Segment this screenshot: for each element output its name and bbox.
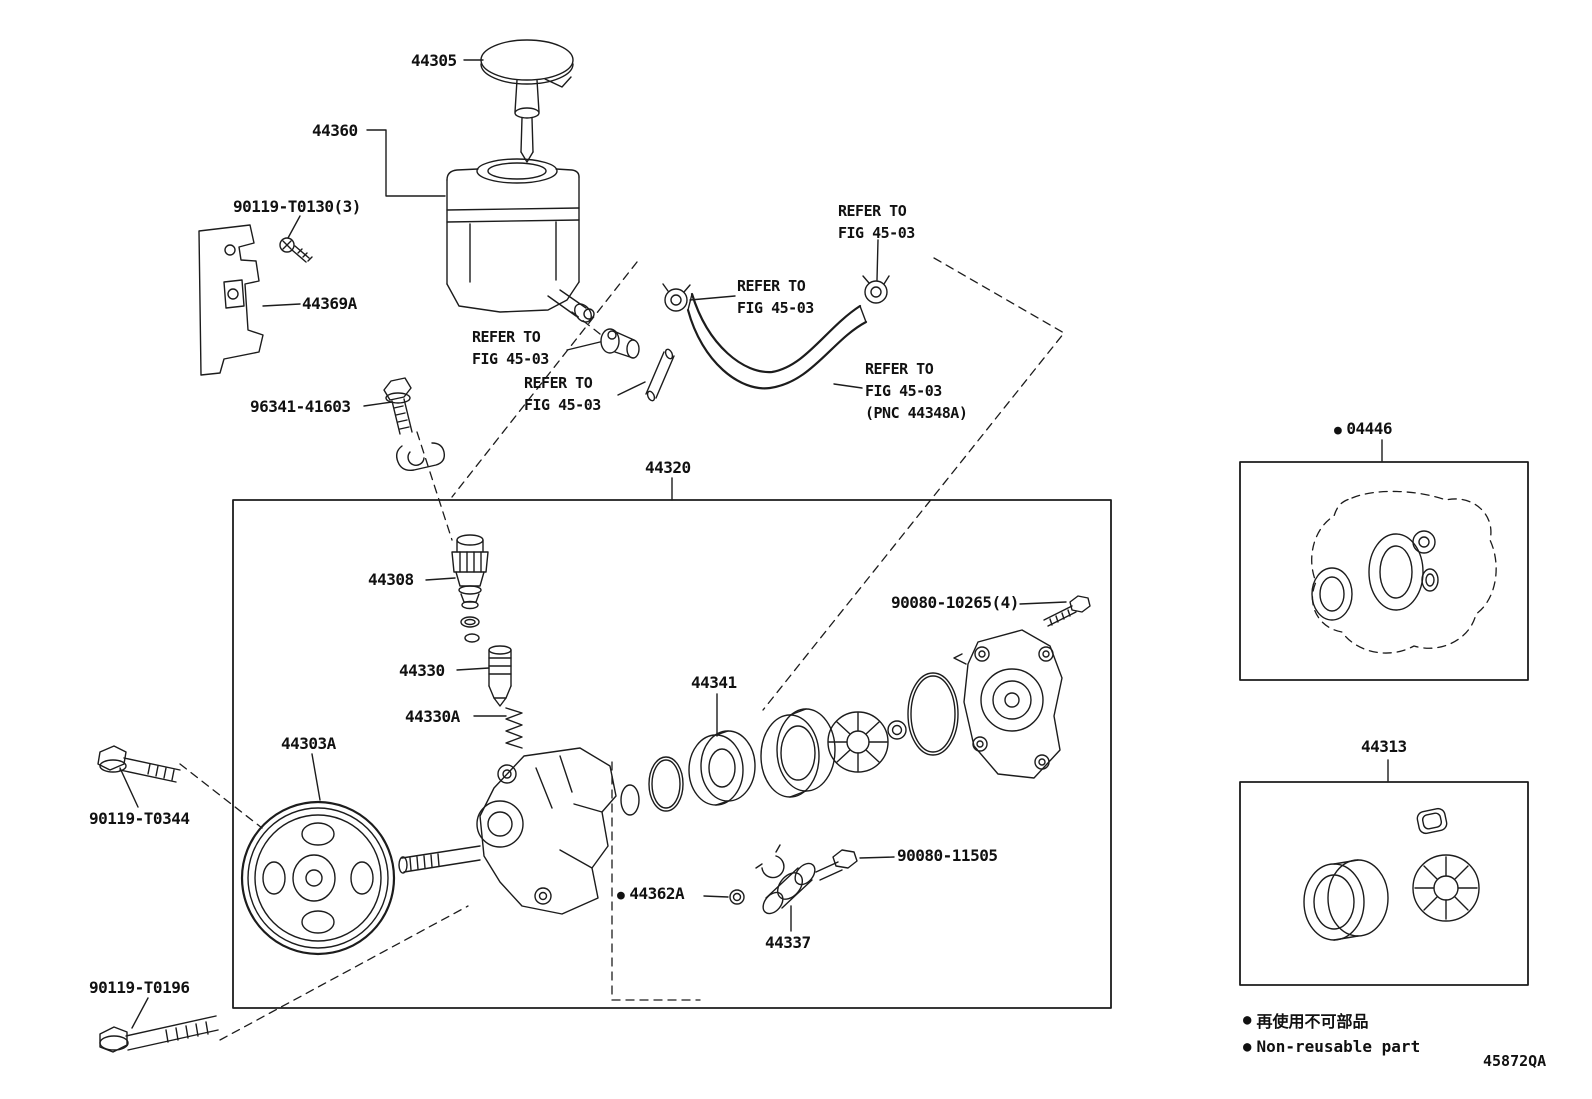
label-96341-41603[interactable]: 96341-41603 xyxy=(250,397,351,416)
label-90119-T0344[interactable]: 90119-T0344 xyxy=(89,809,190,828)
label-44360[interactable]: 44360 xyxy=(312,121,358,140)
label-44337[interactable]: 44337 xyxy=(765,933,811,952)
legend-row-en: ● Non-reusable part xyxy=(1243,1033,1420,1060)
refer-note-clamp-right: REFER TO FIG 45-03 xyxy=(838,202,915,242)
valve-spring xyxy=(505,707,523,749)
figure-code: 45872QA xyxy=(1483,1052,1547,1070)
bracket-bolt xyxy=(383,377,446,472)
rear-housing-bolt xyxy=(1043,595,1091,627)
label-44313[interactable]: 44313 xyxy=(1361,737,1407,756)
legend-jp-text: 再使用不可部品 xyxy=(1256,1011,1369,1031)
union-fitting xyxy=(755,844,816,915)
label-44341[interactable]: 44341 xyxy=(691,673,737,692)
legend-en-text: Non-reusable part xyxy=(1256,1037,1421,1056)
rotor-vanes xyxy=(827,672,959,773)
cam-plate-set xyxy=(688,708,836,806)
label-04446-text: 04446 xyxy=(1346,419,1392,438)
o-rings-front xyxy=(620,756,684,816)
non-reusable-dot: ● xyxy=(617,888,625,903)
construction-lines xyxy=(179,257,1065,1041)
refer-note-hose: REFER TO FIG 45-03 (PNC 44348A) xyxy=(865,360,968,422)
suction-fitting xyxy=(451,534,489,643)
label-44303A[interactable]: 44303A xyxy=(281,734,336,753)
non-reusable-dot: ● xyxy=(1243,1038,1252,1055)
legend: ● 再使用不可部品 ● Non-reusable part xyxy=(1243,1006,1420,1060)
pump-shaft xyxy=(398,845,481,874)
legend-row-jp: ● 再使用不可部品 xyxy=(1243,1006,1420,1033)
label-44330[interactable]: 44330 xyxy=(399,661,445,680)
cam-kit-box xyxy=(1239,781,1529,986)
pulley xyxy=(240,800,396,956)
refer-note-fitting: REFER TO FIG 45-03 xyxy=(472,328,549,368)
label-90119-T0130[interactable]: 90119-T0130(3) xyxy=(233,197,361,216)
short-tube xyxy=(645,348,675,402)
pump-assy-box xyxy=(232,499,1112,1009)
union-o-ring xyxy=(729,889,745,905)
label-90080-10265[interactable]: 90080-10265(4) xyxy=(891,593,1019,612)
label-44320[interactable]: 44320 xyxy=(645,458,691,477)
lower-bolt xyxy=(99,1015,219,1053)
non-reusable-dot: ● xyxy=(1334,423,1342,438)
reservoir-cap xyxy=(480,39,574,163)
reservoir-tank xyxy=(446,158,595,323)
outlet-fitting xyxy=(600,328,640,359)
refer-note-clamp-left: REFER TO FIG 45-03 xyxy=(737,277,814,317)
label-44362A[interactable]: ● 44362A xyxy=(617,884,685,903)
pulley-side-bolt xyxy=(97,745,181,783)
rear-housing xyxy=(953,629,1063,779)
label-04446[interactable]: ● 04446 xyxy=(1334,419,1392,438)
label-44362A-text: 44362A xyxy=(629,884,685,903)
label-44308[interactable]: 44308 xyxy=(368,570,414,589)
leader-lines xyxy=(119,59,1389,1029)
union-bolt xyxy=(815,849,858,881)
label-90080-11505[interactable]: 90080-11505 xyxy=(897,846,998,865)
bracket-screw xyxy=(279,237,313,263)
pump-front-housing xyxy=(476,747,617,915)
non-reusable-dot: ● xyxy=(1243,1011,1252,1028)
label-44369A[interactable]: 44369A xyxy=(302,294,357,313)
label-90119-T0196[interactable]: 90119-T0196 xyxy=(89,978,190,997)
refer-note-tube: REFER TO FIG 45-03 xyxy=(524,374,601,414)
flow-control-valve xyxy=(488,645,512,707)
gasket-kit-box xyxy=(1239,461,1529,681)
label-44305[interactable]: 44305 xyxy=(411,51,457,70)
label-44330A[interactable]: 44330A xyxy=(405,707,460,726)
reservoir-bracket xyxy=(198,224,264,376)
hose-assembly xyxy=(662,275,890,390)
